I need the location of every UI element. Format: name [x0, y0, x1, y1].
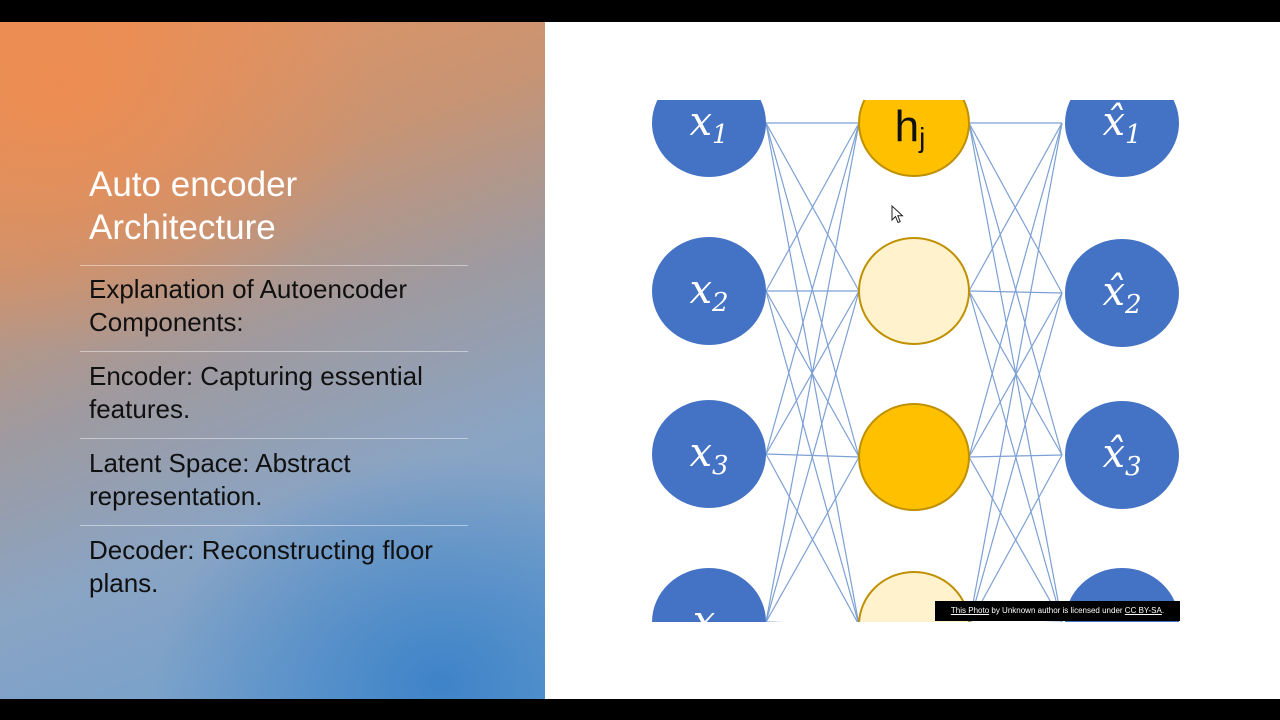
node-label: x̂	[1102, 100, 1125, 145]
node-label: x	[689, 100, 712, 145]
slide: Auto encoder Architecture Explanation of…	[0, 22, 1280, 699]
connection-line	[968, 122, 1063, 622]
node-label: x̂	[1102, 431, 1125, 477]
divider	[80, 265, 468, 266]
divider	[80, 438, 468, 439]
input-node: x3	[652, 400, 766, 508]
input-node: x	[652, 568, 766, 622]
svg-text:x: x	[693, 598, 716, 622]
svg-text:x̂3: x̂3	[1102, 431, 1141, 482]
connection-line	[765, 122, 860, 455]
output-node: x̂1	[1065, 100, 1179, 177]
bullet-item: Latent Space: Abstract representation.	[89, 448, 351, 511]
network-graph: x1 x2 x3 x hj	[652, 100, 1179, 622]
connection-line	[969, 292, 1063, 622]
svg-text:x̂2: x̂2	[1102, 269, 1141, 320]
autoencoder-diagram: x1 x2 x3 x hj	[652, 100, 1180, 622]
hidden-node-label: h	[895, 102, 919, 151]
photo-attribution: This Photo by Unknown author is licensed…	[935, 601, 1180, 621]
license-link[interactable]: CC BY-SA	[1124, 606, 1162, 615]
connection-line	[969, 454, 1063, 622]
bullet-item: Encoder: Capturing essential features.	[89, 361, 423, 424]
connection-lines	[765, 122, 1063, 622]
node-label: x	[689, 430, 712, 476]
connection-line	[968, 122, 1063, 458]
hidden-node-active: hj	[858, 100, 970, 177]
attribution-text: by Unknown author is licensed under	[989, 606, 1125, 615]
node-label: x	[689, 267, 712, 313]
divider	[80, 351, 468, 352]
output-node: x̂3	[1065, 401, 1179, 509]
svg-text:x2: x2	[689, 267, 728, 318]
svg-text:x̂1: x̂1	[1102, 100, 1141, 150]
divider	[80, 525, 468, 526]
svg-text:x3: x3	[689, 430, 728, 481]
left-panel: Auto encoder Architecture Explanation of…	[0, 22, 545, 699]
hidden-node	[858, 403, 970, 511]
connection-line	[765, 122, 860, 292]
output-node: x̂2	[1065, 239, 1179, 347]
node-label: x̂	[1102, 269, 1125, 315]
mouse-pointer-icon	[891, 205, 904, 224]
network-nodes: x1 x2 x3 x hj	[652, 100, 1179, 622]
connection-line	[765, 122, 860, 622]
bullet-item: Decoder: Reconstructing floor plans.	[89, 535, 433, 598]
hidden-node	[858, 237, 970, 345]
input-node: x1	[652, 100, 766, 177]
slide-title: Auto encoder Architecture	[89, 165, 298, 247]
svg-text:hj: hj	[895, 102, 926, 153]
svg-text:x1: x1	[689, 100, 728, 150]
bullet-item: Explanation of Autoencoder Components:	[89, 274, 408, 337]
attribution-end: .	[1161, 606, 1165, 615]
node-label: x	[693, 598, 716, 622]
connection-line	[968, 454, 1063, 458]
input-node: x2	[652, 237, 766, 345]
connection-line	[968, 122, 1063, 292]
connection-line	[765, 456, 860, 622]
connection-line	[765, 290, 860, 622]
photo-link[interactable]: This Photo	[950, 606, 990, 615]
